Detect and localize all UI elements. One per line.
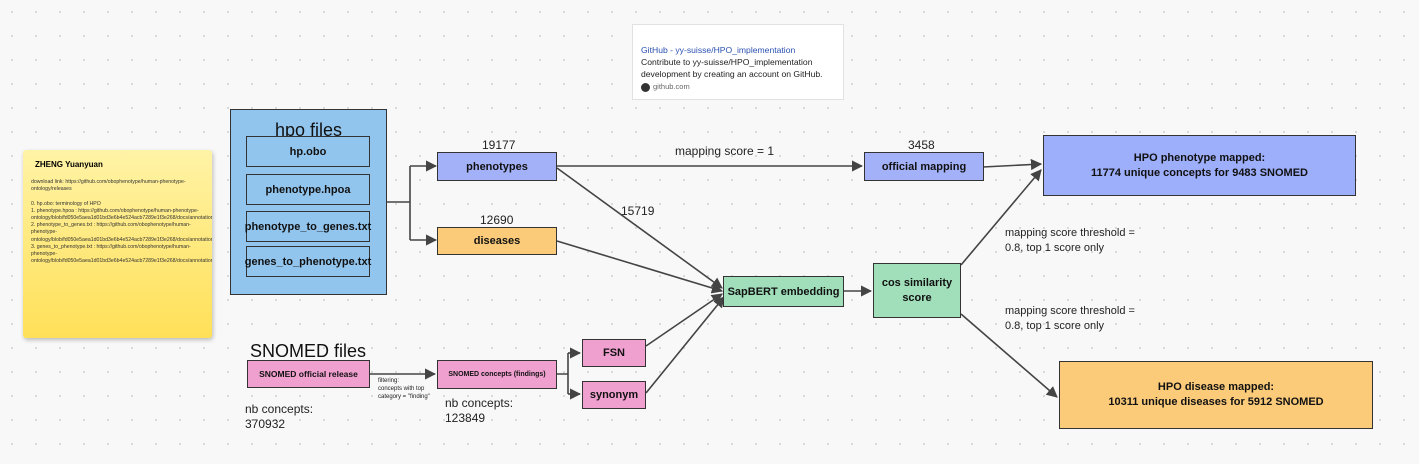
github-link-title[interactable]: GitHub - yy-suisse/HPO_implementation	[641, 45, 796, 55]
connector-hpo-bus	[386, 166, 411, 240]
threshold-top-label: mapping score threshold = 0.8, top 1 sco…	[1005, 226, 1135, 256]
hpo-file-hp-obo[interactable]: hp.obo	[246, 136, 370, 167]
filtering-note-line3: category = "finding"	[378, 394, 430, 400]
github-link-card[interactable]: GitHub - yy-suisse/HPO_implementation Co…	[632, 24, 844, 100]
github-link-description: Contribute to yy-suisse/HPO_implementati…	[641, 57, 823, 79]
phenotypes-node[interactable]: phenotypes	[437, 152, 557, 181]
official-mapping-node[interactable]: official mapping	[864, 152, 984, 181]
sticky-note-title: ZHENG Yuanyuan	[35, 160, 103, 169]
snomed-concepts-node[interactable]: SNOMED concepts (findings)	[437, 360, 557, 389]
phenotypes-count-label: 19177	[482, 138, 516, 152]
nb-concepts-findings-label: nb concepts:	[445, 396, 514, 410]
hpo-files-title: hpo files	[274, 120, 343, 140]
github-icon	[641, 82, 650, 92]
result-phenotype-line2: 11774 unique concepts for 9483 SNOMED	[1090, 166, 1309, 179]
nb-concepts-release-label: nb concepts:	[245, 402, 314, 416]
threshold-top-line2: 0.8, top 1 score only	[1005, 242, 1105, 254]
cos-similarity-node[interactable]: cos similarity score	[873, 263, 961, 318]
sticky-note-text: download link: https://github.com/obophe…	[31, 179, 212, 265]
nb-concepts-findings-value: 123849	[445, 411, 486, 425]
result-disease-line1: HPO disease mapped:	[1157, 381, 1275, 393]
hpo-file-genes-to-phenotype[interactable]: genes_to_phenotype.txt	[245, 246, 371, 277]
github-link-domain: github.com	[653, 82, 690, 91]
filtering-note: filtering: concepts with top category = …	[378, 377, 430, 401]
result-disease-mapped[interactable]: HPO disease mapped: 10311 unique disease…	[1059, 361, 1373, 429]
connector-official-result	[982, 158, 1043, 171]
connector-concepts-bus	[557, 353, 569, 394]
connector-phenotypes-sapbert	[556, 167, 723, 289]
threshold-bottom-label: mapping score threshold = 0.8, top 1 sco…	[1005, 304, 1135, 334]
connector-diseases-sapbert	[556, 240, 724, 294]
snomed-files-title: SNOMED files	[250, 341, 367, 361]
hpo-file-phenotype-hpoa[interactable]: phenotype.hpoa	[246, 174, 370, 205]
nb-concepts-release-value: 370932	[245, 417, 286, 431]
connector-cos-result-disease	[960, 313, 1058, 398]
result-disease-line2: 10311 unique diseases for 5912 SNOMED	[1108, 396, 1324, 408]
synonym-node[interactable]: synonym	[582, 381, 646, 409]
nb-concepts-release: nb concepts: 370932	[245, 402, 313, 432]
sapbert-embedding-node[interactable]: SapBERT embedding	[723, 276, 844, 307]
result-phenotype-mapped[interactable]: HPO phenotype mapped: 11774 unique conce…	[1043, 135, 1356, 196]
connector-cos-result-phenotype	[960, 169, 1042, 266]
filtering-note-line2: concepts with top	[378, 386, 425, 392]
diseases-count-label: 12690	[480, 213, 514, 227]
connector-fsn-sapbert	[645, 293, 723, 347]
github-link-source: github.com	[641, 81, 835, 93]
official-count-label: 3458	[908, 138, 935, 152]
result-phenotype-line1: HPO phenotype mapped:	[1133, 151, 1266, 164]
threshold-bottom-line2: 0.8, top 1 score only	[1005, 320, 1105, 332]
threshold-top-line1: mapping score threshold =	[1005, 227, 1135, 239]
hpo-file-phenotype-to-genes[interactable]: phenotype_to_genes.txt	[245, 211, 371, 242]
sticky-note[interactable]: ZHENG Yuanyuan download link: https://gi…	[23, 150, 212, 338]
threshold-bottom-line1: mapping score threshold =	[1005, 305, 1135, 317]
sapbert-count-label: 15719	[621, 204, 655, 218]
mapping-score-label: mapping score = 1	[675, 144, 775, 158]
snomed-official-release-node[interactable]: SNOMED official release	[247, 360, 370, 388]
diseases-node[interactable]: diseases	[437, 227, 557, 255]
fsn-node[interactable]: FSN	[582, 339, 646, 367]
connector-synonym-sapbert	[645, 296, 725, 394]
filtering-note-line1: filtering:	[378, 378, 400, 384]
nb-concepts-findings: nb concepts: 123849	[445, 396, 513, 426]
